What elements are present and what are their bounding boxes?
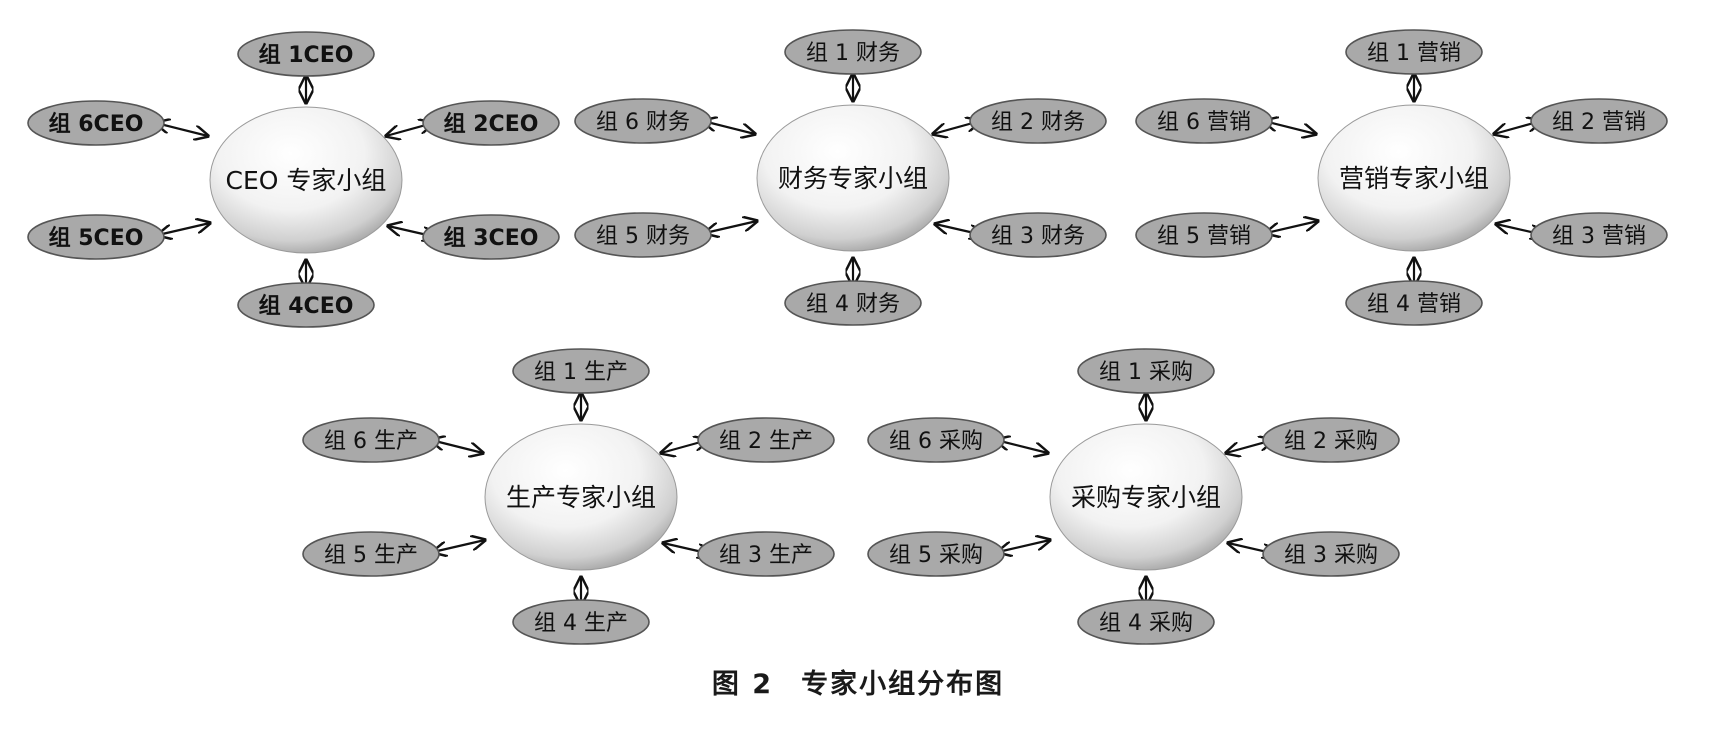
group-node [302, 531, 440, 577]
group-node [574, 98, 712, 144]
group-node-label: 组 3 生产 [719, 543, 813, 568]
group-node-label: 组 1CEO [259, 42, 354, 68]
group-node [237, 31, 375, 77]
group-node [512, 348, 650, 394]
expert-cluster: 生产专家小组 组 1 生产组 2 生产组 3 生产组 4 生产 组 5 生产组 6 … [302, 348, 835, 645]
group-node-label: 组 5CEO [49, 225, 144, 251]
group-node [969, 98, 1107, 144]
group-node-label: 组 2 财务 [991, 110, 1085, 135]
group-node [867, 417, 1005, 463]
group-node-label: 组 1 营销 [1367, 41, 1461, 66]
group-node [1345, 29, 1483, 75]
group-node [422, 214, 560, 260]
group-node-label: 组 6CEO [49, 111, 144, 137]
expert-cluster: 采购专家小组 组 1 采购组 2 采购组 3 采购组 4 采购 组 5 采购组 6 … [867, 348, 1400, 645]
group-node [302, 417, 440, 463]
group-node-label: 组 1 生产 [534, 360, 628, 385]
expert-cluster: 财务专家小组 组 1 财务组 2 财务组 3 财务组 4 财务 组 5 财务组 6 … [574, 29, 1107, 326]
bidirectional-arrow [433, 540, 485, 552]
group-node-label: 组 4 采购 [1099, 611, 1193, 636]
group-node [1262, 531, 1400, 577]
center-node-label: CEO 专家小组 [226, 166, 387, 195]
group-node-label: 组 6 财务 [596, 110, 690, 135]
figure-number: 图 2 [711, 669, 774, 700]
center-node [484, 423, 678, 571]
group-node [574, 212, 712, 258]
group-node-label: 组 3 财务 [991, 224, 1085, 249]
group-node-label: 组 3CEO [444, 225, 539, 251]
group-node-label: 组 2 采购 [1284, 429, 1378, 454]
group-node [237, 282, 375, 328]
group-node [697, 417, 835, 463]
center-node [209, 106, 403, 254]
group-node-label: 组 5 采购 [889, 543, 983, 568]
group-node [969, 212, 1107, 258]
group-node-label: 组 4 营销 [1367, 292, 1461, 317]
group-node-label: 组 6 营销 [1157, 110, 1251, 135]
group-node-label: 组 4 财务 [806, 292, 900, 317]
figure-title: 专家小组分布图 [801, 669, 1005, 700]
group-node-label: 组 3 营销 [1552, 224, 1646, 249]
bidirectional-arrow [156, 123, 208, 136]
group-node-label: 组 5 营销 [1157, 224, 1251, 249]
group-node-label: 组 5 生产 [324, 543, 418, 568]
group-node [1135, 98, 1273, 144]
group-node-label: 组 1 财务 [806, 41, 900, 66]
center-node-label: 采购专家小组 [1071, 483, 1221, 512]
group-node [1077, 599, 1215, 645]
bidirectional-arrow [705, 221, 757, 233]
group-node [1262, 417, 1400, 463]
bidirectional-arrow [431, 440, 483, 453]
group-node [697, 531, 835, 577]
group-node [27, 100, 165, 146]
center-node-label: 财务专家小组 [778, 164, 928, 193]
figure-caption: 图 2 专家小组分布图 [0, 662, 1716, 701]
group-node [784, 29, 922, 75]
bidirectional-arrow [1266, 221, 1318, 233]
center-node [1317, 104, 1511, 252]
group-node-label: 组 4 生产 [534, 611, 628, 636]
group-node [422, 100, 560, 146]
center-node [756, 104, 950, 252]
group-node-label: 组 4CEO [259, 293, 354, 319]
center-node-label: 营销专家小组 [1339, 164, 1489, 193]
group-node-label: 组 2 营销 [1552, 110, 1646, 135]
center-node [1049, 423, 1243, 571]
group-node [784, 280, 922, 326]
center-node-label: 生产专家小组 [506, 483, 656, 512]
bidirectional-arrow [996, 440, 1048, 453]
group-node [867, 531, 1005, 577]
bidirectional-arrow [703, 121, 755, 134]
group-node-label: 组 5 财务 [596, 224, 690, 249]
group-node [1530, 98, 1668, 144]
expert-cluster: 营销专家小组 组 1 营销组 2 营销组 3 营销组 4 营销 组 5 营销组 6 … [1135, 29, 1668, 326]
group-node-label: 组 6 采购 [889, 429, 983, 454]
group-node [1530, 212, 1668, 258]
group-node [27, 214, 165, 260]
group-node [1345, 280, 1483, 326]
group-node [1077, 348, 1215, 394]
group-node-label: 组 3 采购 [1284, 543, 1378, 568]
group-node [1135, 212, 1273, 258]
group-node [512, 599, 650, 645]
bidirectional-arrow [998, 540, 1050, 552]
group-node-label: 组 6 生产 [324, 429, 418, 454]
group-node-label: 组 2 生产 [719, 429, 813, 454]
bidirectional-arrow [1264, 121, 1316, 134]
group-node-label: 组 1 采购 [1099, 360, 1193, 385]
bidirectional-arrow [158, 223, 210, 235]
group-node-label: 组 2CEO [444, 111, 539, 137]
